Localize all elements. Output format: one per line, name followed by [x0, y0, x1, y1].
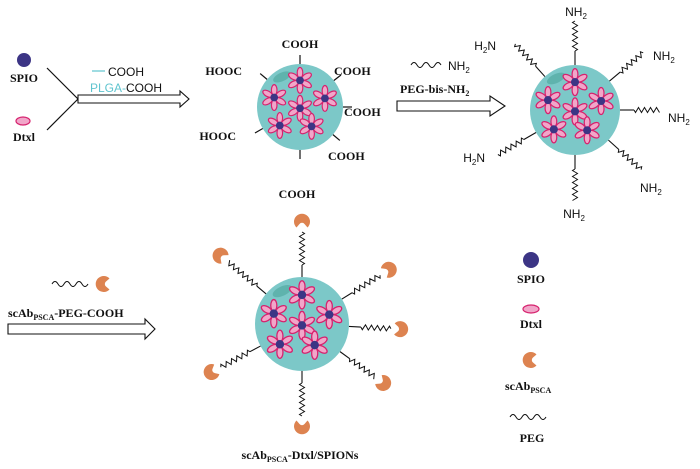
legend-dtxl-icon	[522, 304, 540, 314]
peg-chain-icon	[298, 231, 306, 266]
peg-chain-icon	[620, 51, 644, 74]
dtxl-icon	[15, 116, 31, 126]
legend-dtxl-label: Dtxl	[520, 317, 543, 331]
reagent-peg-bis-nh2-label: PEG-bis-NH2	[400, 82, 469, 98]
peg-chain-icon	[51, 281, 89, 287]
linker-line	[609, 71, 621, 82]
scab-dtxl-spion-nanoparticle	[200, 213, 409, 435]
sphere-highlight	[272, 284, 292, 298]
linker-line	[259, 73, 268, 80]
amine-group-label: H2N	[474, 39, 496, 55]
reagent-plga-label: PLGA-COOH	[90, 81, 162, 95]
legend-peg-icon	[509, 414, 547, 420]
peg-chain-icon	[571, 20, 579, 52]
plga-nanoparticle-cooh: COOH COOH COOH COOH COOH HOOC HOOC	[199, 37, 381, 201]
linker-line	[333, 74, 342, 81]
spio-icon	[17, 53, 31, 67]
linker-line	[348, 325, 361, 328]
sphere-highlight	[273, 71, 291, 83]
amine-group-label: NH2	[565, 5, 587, 21]
amine-group-label: NH2	[563, 207, 585, 223]
amine-group-label: NH2	[653, 49, 675, 65]
reagent-cooh-label: COOH	[108, 65, 144, 79]
arrow-step1	[77, 89, 190, 109]
legend-peg-label: PEG	[520, 431, 545, 445]
arrow-step3	[7, 317, 156, 341]
linker-line	[535, 65, 546, 77]
antibody-icon	[209, 244, 231, 266]
peg-chain-icon	[513, 43, 538, 67]
carboxyl-group-label: COOH	[344, 105, 381, 119]
reagent-scab-peg-cooh-label: scAbPSCA-PEG-COOH	[8, 306, 124, 322]
peg-chain-icon	[351, 274, 381, 295]
peg-chain-icon	[497, 137, 525, 157]
step2-reagent: NH2 PEG-bis-NH2	[400, 59, 470, 98]
antibody-icon	[294, 420, 310, 435]
arrow-step2	[396, 94, 506, 118]
linker-line	[254, 127, 264, 134]
linker-line	[608, 139, 620, 150]
linker-line	[339, 351, 351, 360]
linker-line	[332, 134, 341, 141]
antibody-icon	[393, 320, 409, 338]
sphere-highlight	[546, 72, 566, 85]
antibody-icon	[95, 276, 110, 292]
legend-spio-label: SPIO	[517, 272, 545, 286]
spio-label: SPIO	[10, 71, 38, 85]
step3-reagent: scAbPSCA-PEG-COOH	[8, 276, 124, 322]
legend-spio-icon	[523, 252, 539, 268]
merge-line-bottom	[46, 98, 79, 131]
step1-inputs: SPIO Dtxl	[10, 53, 79, 144]
carboxyl-group-label: COOH	[334, 64, 371, 78]
linker-line	[341, 292, 353, 300]
peg-chain-icon	[617, 149, 643, 170]
peg-chain-icon	[228, 260, 258, 287]
carboxyl-group-label: HOOC	[199, 129, 236, 143]
carboxyl-group-label: COOH	[279, 187, 316, 201]
antibody-icon	[294, 213, 310, 228]
linker-line	[249, 345, 261, 353]
antibody-icon	[373, 373, 395, 395]
dtxl-label: Dtxl	[13, 130, 36, 144]
peg-chain-icon	[633, 106, 660, 114]
amine-group-label: NH2	[668, 111, 690, 127]
carboxyl-group-label: COOH	[328, 149, 365, 163]
amine-group-label: H2N	[463, 151, 485, 167]
antibody-icon	[200, 362, 221, 383]
product-label: scAbPSCA-Dtxl/SPIONs	[242, 448, 359, 464]
amine-group-label: NH2	[640, 181, 662, 197]
legend-scab-label: scAbPSCA	[505, 379, 551, 395]
linker-line	[256, 285, 267, 295]
legend: SPIO Dtxl scAbPSCA PEG	[505, 252, 551, 445]
linker-line	[523, 132, 537, 140]
antibody-icon	[379, 258, 400, 280]
legend-antibody-icon	[522, 352, 537, 368]
peg-chain-icon	[410, 62, 442, 68]
peg-chain-icon	[348, 358, 375, 380]
carboxyl-group-label: HOOC	[205, 64, 242, 78]
peg-chain-icon	[571, 168, 579, 201]
merge-line-top	[46, 67, 79, 100]
peg-chain-icon	[220, 349, 251, 369]
peg-chain-icon	[360, 323, 392, 332]
carboxyl-group-label: COOH	[282, 37, 319, 51]
reagent-nh2-label: NH2	[448, 59, 470, 75]
step1-reagent: COOH PLGA-COOH	[90, 65, 162, 95]
peg-chain-icon	[298, 382, 306, 417]
